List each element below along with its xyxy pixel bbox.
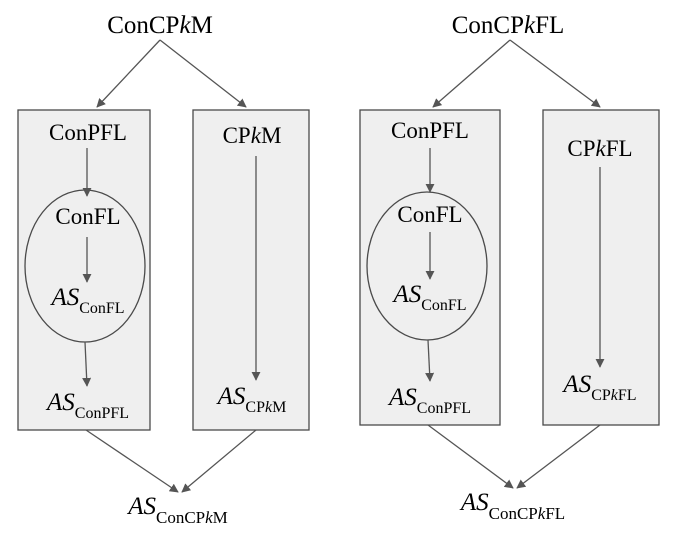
right-edge-boxB-to-bottom [516, 424, 601, 489]
left-as-confl-label: ASConFL [49, 284, 124, 317]
left-edge-top-to-boxB [159, 39, 247, 108]
right-bottom-label: ASConCPkFL [459, 489, 565, 523]
right-top-label: ConCPkFL [452, 12, 565, 39]
left-as-cpkm-label: ASCPkM [216, 383, 287, 416]
right-as-conpfl-label: ASConPFL [387, 384, 471, 417]
left-edge-boxA-to-bottom [85, 429, 179, 493]
right-edge-boxA-to-bottom [427, 424, 514, 489]
right-as-confl-label: ASConFL [391, 281, 466, 314]
right-edge-top-to-boxB [509, 39, 601, 108]
left-box-cpkm [192, 109, 310, 431]
left-box-conpfl [17, 109, 151, 431]
left-edge-top-to-boxA [96, 39, 161, 108]
right-cpkfl-label: CPkFL [567, 136, 632, 161]
left-edge-as-confl-to-as-conpfl [82, 341, 92, 387]
right-box-cpkfl [542, 109, 660, 426]
left-bottom-label: ASConCPkM [126, 493, 228, 527]
right-confl-label: ConFL [397, 202, 462, 227]
right-edge-top-to-boxA [432, 39, 511, 108]
right-conpfl-label: ConPFL [391, 118, 469, 143]
left-diagram: ConCPkM ConPFL ConFL ASConFL ASConPFL CP… [17, 12, 310, 527]
left-edge-boxB-to-bottom [181, 429, 257, 493]
left-cpkm-label: CPkM [223, 123, 282, 148]
right-edge-as-confl-to-as-conpfl [425, 339, 435, 382]
left-confl-label: ConFL [55, 204, 120, 229]
left-as-conpfl-label: ASConPFL [45, 389, 129, 422]
left-top-label: ConCPkM [107, 12, 213, 39]
right-diagram: ConCPkFL ConPFL ConFL ASConFL ASConPFL C… [359, 12, 660, 523]
right-as-cpkfl-label: ASCPkFL [561, 371, 636, 404]
left-conpfl-label: ConPFL [49, 120, 127, 145]
